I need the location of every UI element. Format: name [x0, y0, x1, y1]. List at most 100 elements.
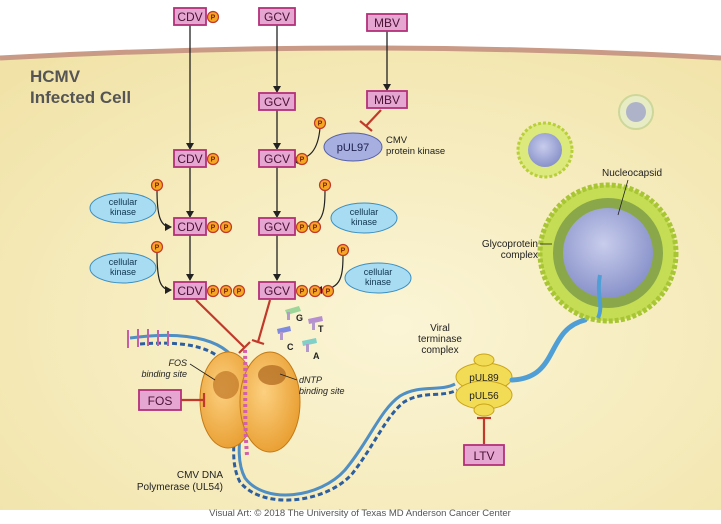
phosphate-dot: P [219, 284, 233, 298]
svg-text:P: P [313, 289, 318, 296]
svg-text:CDV: CDV [177, 284, 202, 298]
svg-text:P: P [211, 157, 216, 164]
small-virion-1 [516, 121, 574, 179]
glycoprotein-label-line1: Glycoprotein [482, 239, 538, 250]
dntp-site-line1: dNTP [299, 375, 322, 385]
svg-text:P: P [224, 289, 229, 296]
phosphate-dot: P [219, 220, 233, 234]
svg-text:P: P [300, 289, 305, 296]
cellular-kinase-right-1: cellular kinase [330, 202, 398, 234]
dntp-site-line2: binding site [299, 386, 345, 396]
glycoprotein-label-line2: complex [501, 250, 538, 261]
svg-text:P: P [224, 225, 229, 232]
cdv-pathway-arrows [186, 25, 391, 281]
svg-text:CDV: CDV [177, 152, 202, 166]
fos-binding-pocket [213, 371, 239, 399]
gcv-box-entered: GCV [258, 92, 296, 111]
phosphate-dot: P [206, 10, 220, 24]
svg-text:kinase: kinase [365, 277, 391, 287]
svg-text:GCV: GCV [264, 220, 290, 234]
mbv-inhibition [359, 109, 382, 132]
svg-text:P: P [237, 289, 242, 296]
pul97-kinase: pUL97 [323, 132, 383, 162]
phosphate-groups: P P P P P P P P P P P P P P P P P P [150, 10, 350, 298]
svg-text:P: P [323, 183, 328, 190]
cell-membrane [0, 45, 721, 61]
terminase-label-line2: terminase [418, 334, 462, 345]
phosphate-dot: P [232, 284, 246, 298]
viral-dna-tail [509, 317, 588, 383]
ltv-inhibition [477, 416, 491, 444]
svg-text:kinase: kinase [110, 267, 136, 277]
pul97-caption-line2: protein kinase [386, 146, 445, 157]
svg-text:cellular: cellular [364, 267, 393, 277]
gcv-box-di: GCV [258, 217, 296, 236]
svg-text:P: P [300, 157, 305, 164]
cdv-box-tri: CDV [173, 281, 207, 300]
svg-text:P: P [318, 121, 323, 128]
cellular-kinase-right-2: cellular kinase [344, 262, 412, 294]
svg-text:P: P [211, 15, 216, 22]
cell-label-line2: Infected Cell [30, 88, 131, 107]
cellular-kinase-left-1: cellular kinase [89, 192, 157, 224]
gcv-box-top: GCV [258, 7, 296, 26]
nucleotides: G T C A [277, 306, 324, 361]
phosphate-dot: P [206, 220, 220, 234]
mbv-box-entered: MBV [366, 90, 408, 109]
pul89-label: pUL89 [469, 373, 499, 384]
svg-text:cellular: cellular [109, 257, 138, 267]
credit-line: Visual Art: © 2018 The University of Tex… [209, 508, 511, 519]
svg-text:P: P [211, 289, 216, 296]
ltv-box: LTV [463, 444, 505, 466]
terminase-label-line1: Viral [430, 323, 450, 334]
dntp-binding-pocket [258, 365, 286, 385]
nucleocapsid-label: Nucleocapsid [602, 168, 662, 179]
polymerase-label-line1: CMV DNA [177, 470, 223, 481]
cellular-kinase-left-2: cellular kinase [89, 252, 157, 284]
cell-label-line1: HCMV [30, 67, 81, 86]
svg-text:cellular: cellular [350, 207, 379, 217]
phosphate-dot: P [321, 284, 335, 298]
svg-text:P: P [155, 245, 160, 252]
svg-text:A: A [313, 351, 320, 361]
svg-text:C: C [287, 342, 294, 352]
svg-text:MBV: MBV [374, 16, 400, 30]
svg-text:pUL97: pUL97 [337, 142, 369, 154]
nucleotide-c: C [277, 326, 294, 352]
phosphate-dot: P [206, 284, 220, 298]
svg-text:P: P [300, 225, 305, 232]
fos-inhibition [181, 393, 206, 407]
fos-site-line1: FOS [168, 358, 187, 368]
svg-text:GCV: GCV [264, 95, 290, 109]
dna-polymerase [199, 349, 301, 456]
nucleotide-a: A [302, 338, 320, 361]
svg-text:GCV: GCV [264, 284, 290, 298]
phosphate-dot: P [295, 220, 309, 234]
svg-text:cellular: cellular [109, 197, 138, 207]
svg-text:CDV: CDV [177, 10, 202, 24]
phosphate-dot: P [295, 284, 309, 298]
pul97-caption-line1: CMV [386, 135, 408, 146]
terminase-complex: pUL89 pUL56 [455, 353, 513, 417]
svg-text:P: P [211, 225, 216, 232]
svg-text:LTV: LTV [473, 449, 494, 463]
phosphate-dot: P [150, 178, 164, 192]
phosphate-dot: P [206, 152, 220, 166]
phosphate-dot: P [150, 240, 164, 254]
phosphate-dot: P [313, 116, 327, 130]
svg-text:T: T [318, 324, 324, 334]
fos-site-line2: binding site [141, 369, 187, 379]
phosphate-dot: P [295, 152, 309, 166]
svg-text:FOS: FOS [148, 394, 173, 408]
svg-text:kinase: kinase [110, 207, 136, 217]
nucleotide-t: T [308, 316, 324, 334]
phosphate-dot: P [336, 243, 350, 257]
svg-text:GCV: GCV [264, 10, 290, 24]
svg-text:P: P [155, 183, 160, 190]
phosphate-dot: P [308, 284, 322, 298]
phosphate-dot: P [318, 178, 332, 192]
cdv-box-di: CDV [173, 217, 207, 236]
cdv-box-mono: CDV [173, 149, 207, 168]
svg-text:G: G [296, 313, 303, 323]
